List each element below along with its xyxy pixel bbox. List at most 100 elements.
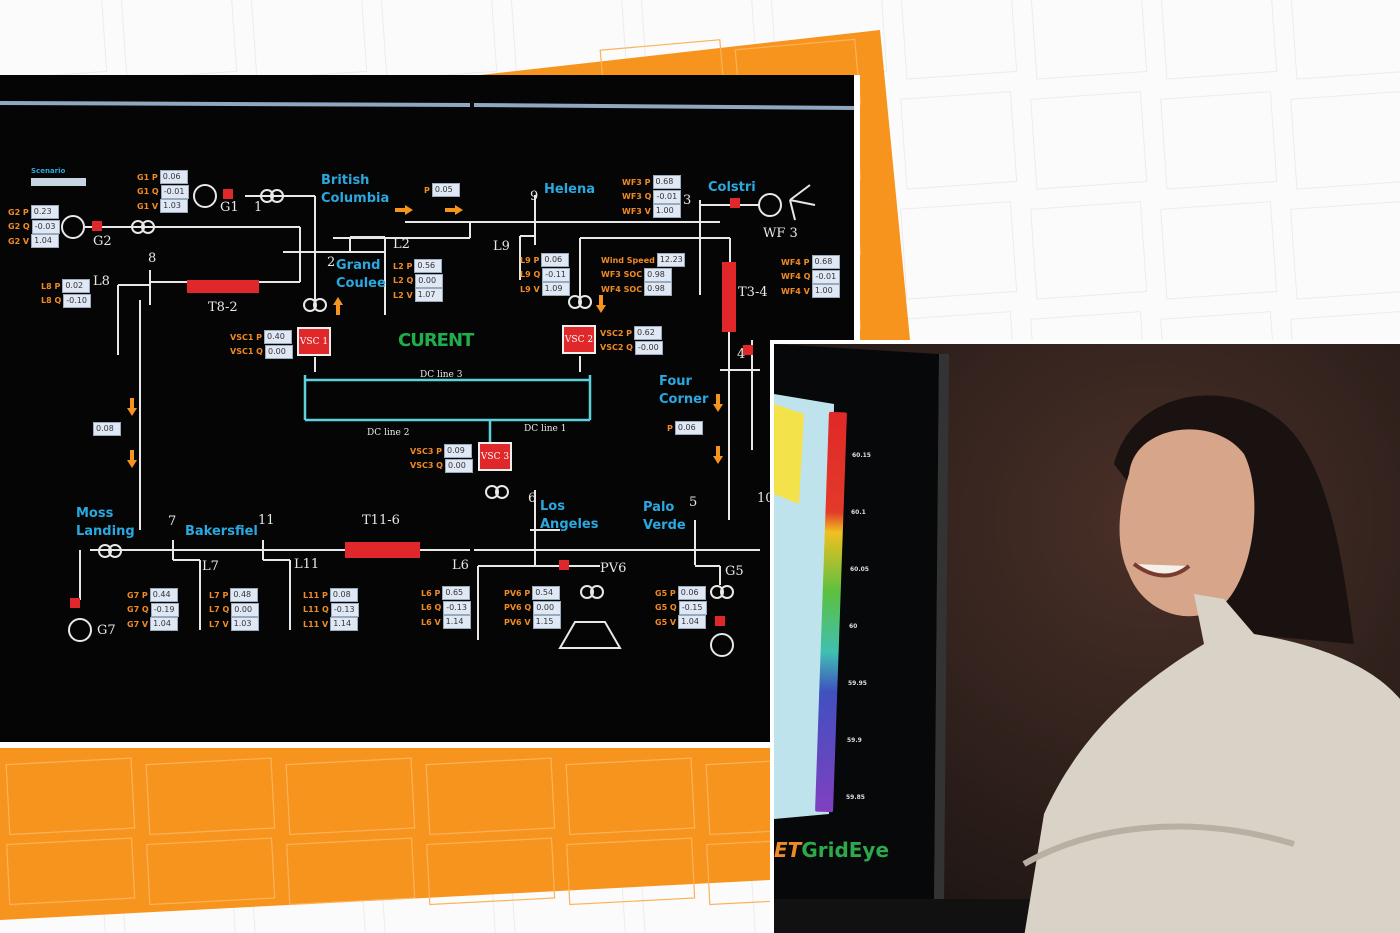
- colorbar-tick: 59.95: [848, 680, 867, 687]
- transformer-bar[interactable]: [187, 280, 259, 293]
- readout-label: P: [424, 185, 430, 195]
- node-label: T8-2: [208, 300, 238, 315]
- readout-label: WF3 V: [622, 206, 651, 216]
- readout-value: 0.00: [415, 273, 444, 288]
- readout-value: 0.48: [230, 588, 259, 603]
- scenario-select[interactable]: [31, 178, 86, 186]
- scenario-label: Scenario: [31, 167, 66, 175]
- flow-arrow-icon: [127, 398, 137, 416]
- breaker-icon[interactable]: [223, 189, 233, 199]
- readout-value: 0.08: [329, 588, 358, 603]
- flow-arrow-icon: [713, 394, 723, 412]
- colorbar-tick: 60.1: [851, 509, 866, 516]
- readout-value: -0.00: [634, 340, 663, 355]
- readout-value: -0.13: [330, 602, 359, 617]
- node-label: 6: [528, 491, 537, 506]
- readout-value: 1.04: [31, 234, 60, 249]
- colorbar-tick: 60.15: [852, 452, 871, 459]
- orange-band-bottom: [0, 748, 770, 920]
- node-label: L7: [202, 559, 219, 574]
- readout-value: -0.13: [443, 600, 472, 615]
- colorbar-tick: 60: [849, 623, 858, 630]
- readout-value: 0.40: [264, 330, 293, 345]
- readout-label: G5 Q: [655, 603, 677, 613]
- readout-label: PV6 Q: [504, 603, 532, 613]
- breaker-icon[interactable]: [730, 198, 740, 208]
- readout-label: VSC3 P: [410, 446, 443, 456]
- readout-label: L6 Q: [421, 603, 442, 613]
- transformer-bar[interactable]: [722, 262, 736, 332]
- readout-value: 0.02: [62, 279, 91, 294]
- readout-label: L2 Q: [393, 276, 414, 286]
- breaker-icon[interactable]: [559, 560, 569, 570]
- breaker-icon[interactable]: [92, 221, 102, 231]
- readout-value: 1.04: [150, 617, 179, 632]
- readout-label: P: [667, 423, 673, 433]
- place-label: Palo Verde: [643, 500, 686, 533]
- orange-band-top: [480, 30, 910, 340]
- place-label: Moss Landing: [76, 506, 135, 539]
- readout-value: 0.00: [533, 600, 562, 615]
- readout-label: VSC1 Q: [230, 347, 263, 357]
- frequency-colorbar: [815, 411, 847, 813]
- readout-label: L8 Q: [41, 296, 62, 306]
- readout-label: G7 V: [127, 619, 149, 629]
- transformer-bar[interactable]: [345, 542, 420, 558]
- readout-label: WF3 SOC: [601, 270, 643, 280]
- vsc-converter[interactable]: VSC 2: [562, 325, 596, 354]
- node-label: L2: [393, 237, 410, 252]
- transformer-icon: [568, 295, 582, 309]
- transformer-icon: [485, 485, 499, 499]
- vsc-converter[interactable]: VSC 1: [297, 327, 331, 356]
- readout-label: G2 Q: [8, 222, 30, 232]
- readout-value: 1.14: [442, 615, 471, 630]
- readout-value: 0.06: [677, 586, 706, 601]
- flow-arrow-icon: [713, 446, 723, 464]
- breaker-icon[interactable]: [70, 598, 80, 608]
- readout-label: G5 V: [655, 617, 677, 627]
- node-label: 1: [254, 200, 263, 215]
- readout-label: L9 Q: [520, 270, 541, 280]
- readout-value: -0.11: [542, 267, 571, 282]
- node-label: DC line 2: [367, 428, 410, 438]
- readout-label: G5 P: [655, 588, 676, 598]
- readout-label: Wind Speed: [601, 255, 655, 265]
- readout-label: G7 P: [127, 590, 148, 600]
- flow-arrow-icon: [333, 297, 343, 315]
- node-label: L6: [452, 558, 469, 573]
- transformer-icon: [710, 585, 724, 599]
- readout-value: 1.15: [532, 615, 561, 630]
- node-label: 8: [148, 251, 157, 266]
- readout-value: 0.06: [159, 170, 188, 185]
- vsc-converter[interactable]: VSC 3: [478, 442, 512, 471]
- readout-label: VSC2 P: [600, 328, 633, 338]
- place-label: Helena: [544, 182, 595, 197]
- transformer-icon: [98, 544, 112, 558]
- readout-label: G2 V: [8, 236, 30, 246]
- transformer-icon: [303, 298, 317, 312]
- readout-label: L11 Q: [303, 605, 329, 615]
- readout-label: L7 Q: [209, 605, 230, 615]
- breaker-icon[interactable]: [743, 345, 753, 355]
- readout-label: PV6 P: [504, 588, 531, 598]
- generator-icon: [61, 215, 85, 239]
- grideye-logo: ETGridEye: [774, 838, 890, 862]
- breaker-icon[interactable]: [715, 616, 725, 626]
- readout-value: 0.68: [811, 255, 840, 270]
- node-label: 4: [737, 347, 746, 362]
- readout-value: -0.01: [812, 269, 841, 284]
- readout-group: 0.08: [91, 422, 121, 437]
